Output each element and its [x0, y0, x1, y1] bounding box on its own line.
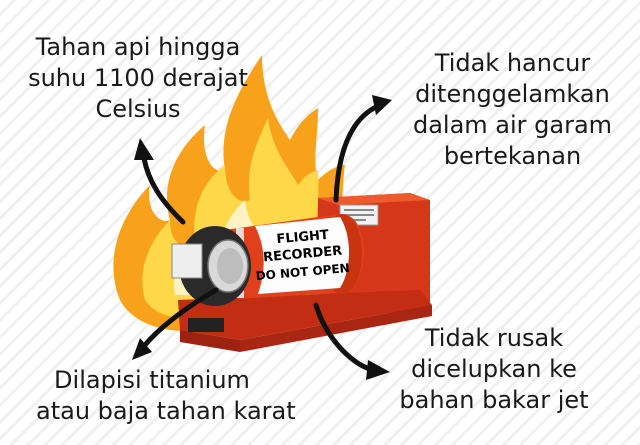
arrows — [141, 103, 381, 373]
recorder-text-recorder: RECORDER — [263, 244, 343, 266]
label-line: dicelupkan ke — [411, 355, 577, 383]
recorder-text-flight: FLIGHT — [276, 228, 330, 248]
label-line: Dilapisi titanium — [54, 366, 250, 394]
label-line: Tidak rusak — [424, 324, 564, 352]
label-line: suhu 1100 derajat — [28, 64, 248, 92]
arrow-titanium — [142, 287, 219, 348]
label-line: dalam air garam — [412, 111, 613, 139]
arrowhead-titanium — [132, 338, 152, 360]
arrowhead-fuel — [366, 360, 390, 380]
label-line: atau baja tahan karat — [36, 397, 296, 425]
arrow-fire — [141, 155, 186, 225]
label-line: ditenggelamkan — [415, 80, 610, 108]
label-line: Tahan api hingga — [35, 33, 241, 61]
flight-recorder-image: FLIGHT RECORDER DO NOT OPEN — [171, 193, 432, 352]
label-line: Celsius — [95, 95, 181, 123]
arrow-water — [333, 103, 381, 203]
recorder-base — [178, 290, 432, 340]
label-titanium-coating: Dilapisi titanium atau baja tahan karat — [36, 365, 296, 427]
arrow-fuel — [313, 302, 375, 373]
label-line: bahan bakar jet — [399, 386, 589, 414]
recorder-connector — [188, 318, 224, 332]
label-line: Tidak hancur — [434, 49, 591, 77]
label-fuel-resistant: Tidak rusak dicelupkan ke bahan bakar je… — [388, 323, 600, 416]
label-fire-resistant: Tahan api hingga suhu 1100 derajat Celsi… — [22, 32, 254, 125]
recorder-label — [255, 217, 349, 294]
arrowhead-fire — [134, 138, 154, 160]
label-water-resistant: Tidak hancur ditenggelamkan dalam air ga… — [405, 48, 620, 172]
arrowhead-water — [372, 95, 392, 115]
label-line: bertekanan — [443, 142, 582, 170]
arrowheads — [132, 95, 392, 380]
